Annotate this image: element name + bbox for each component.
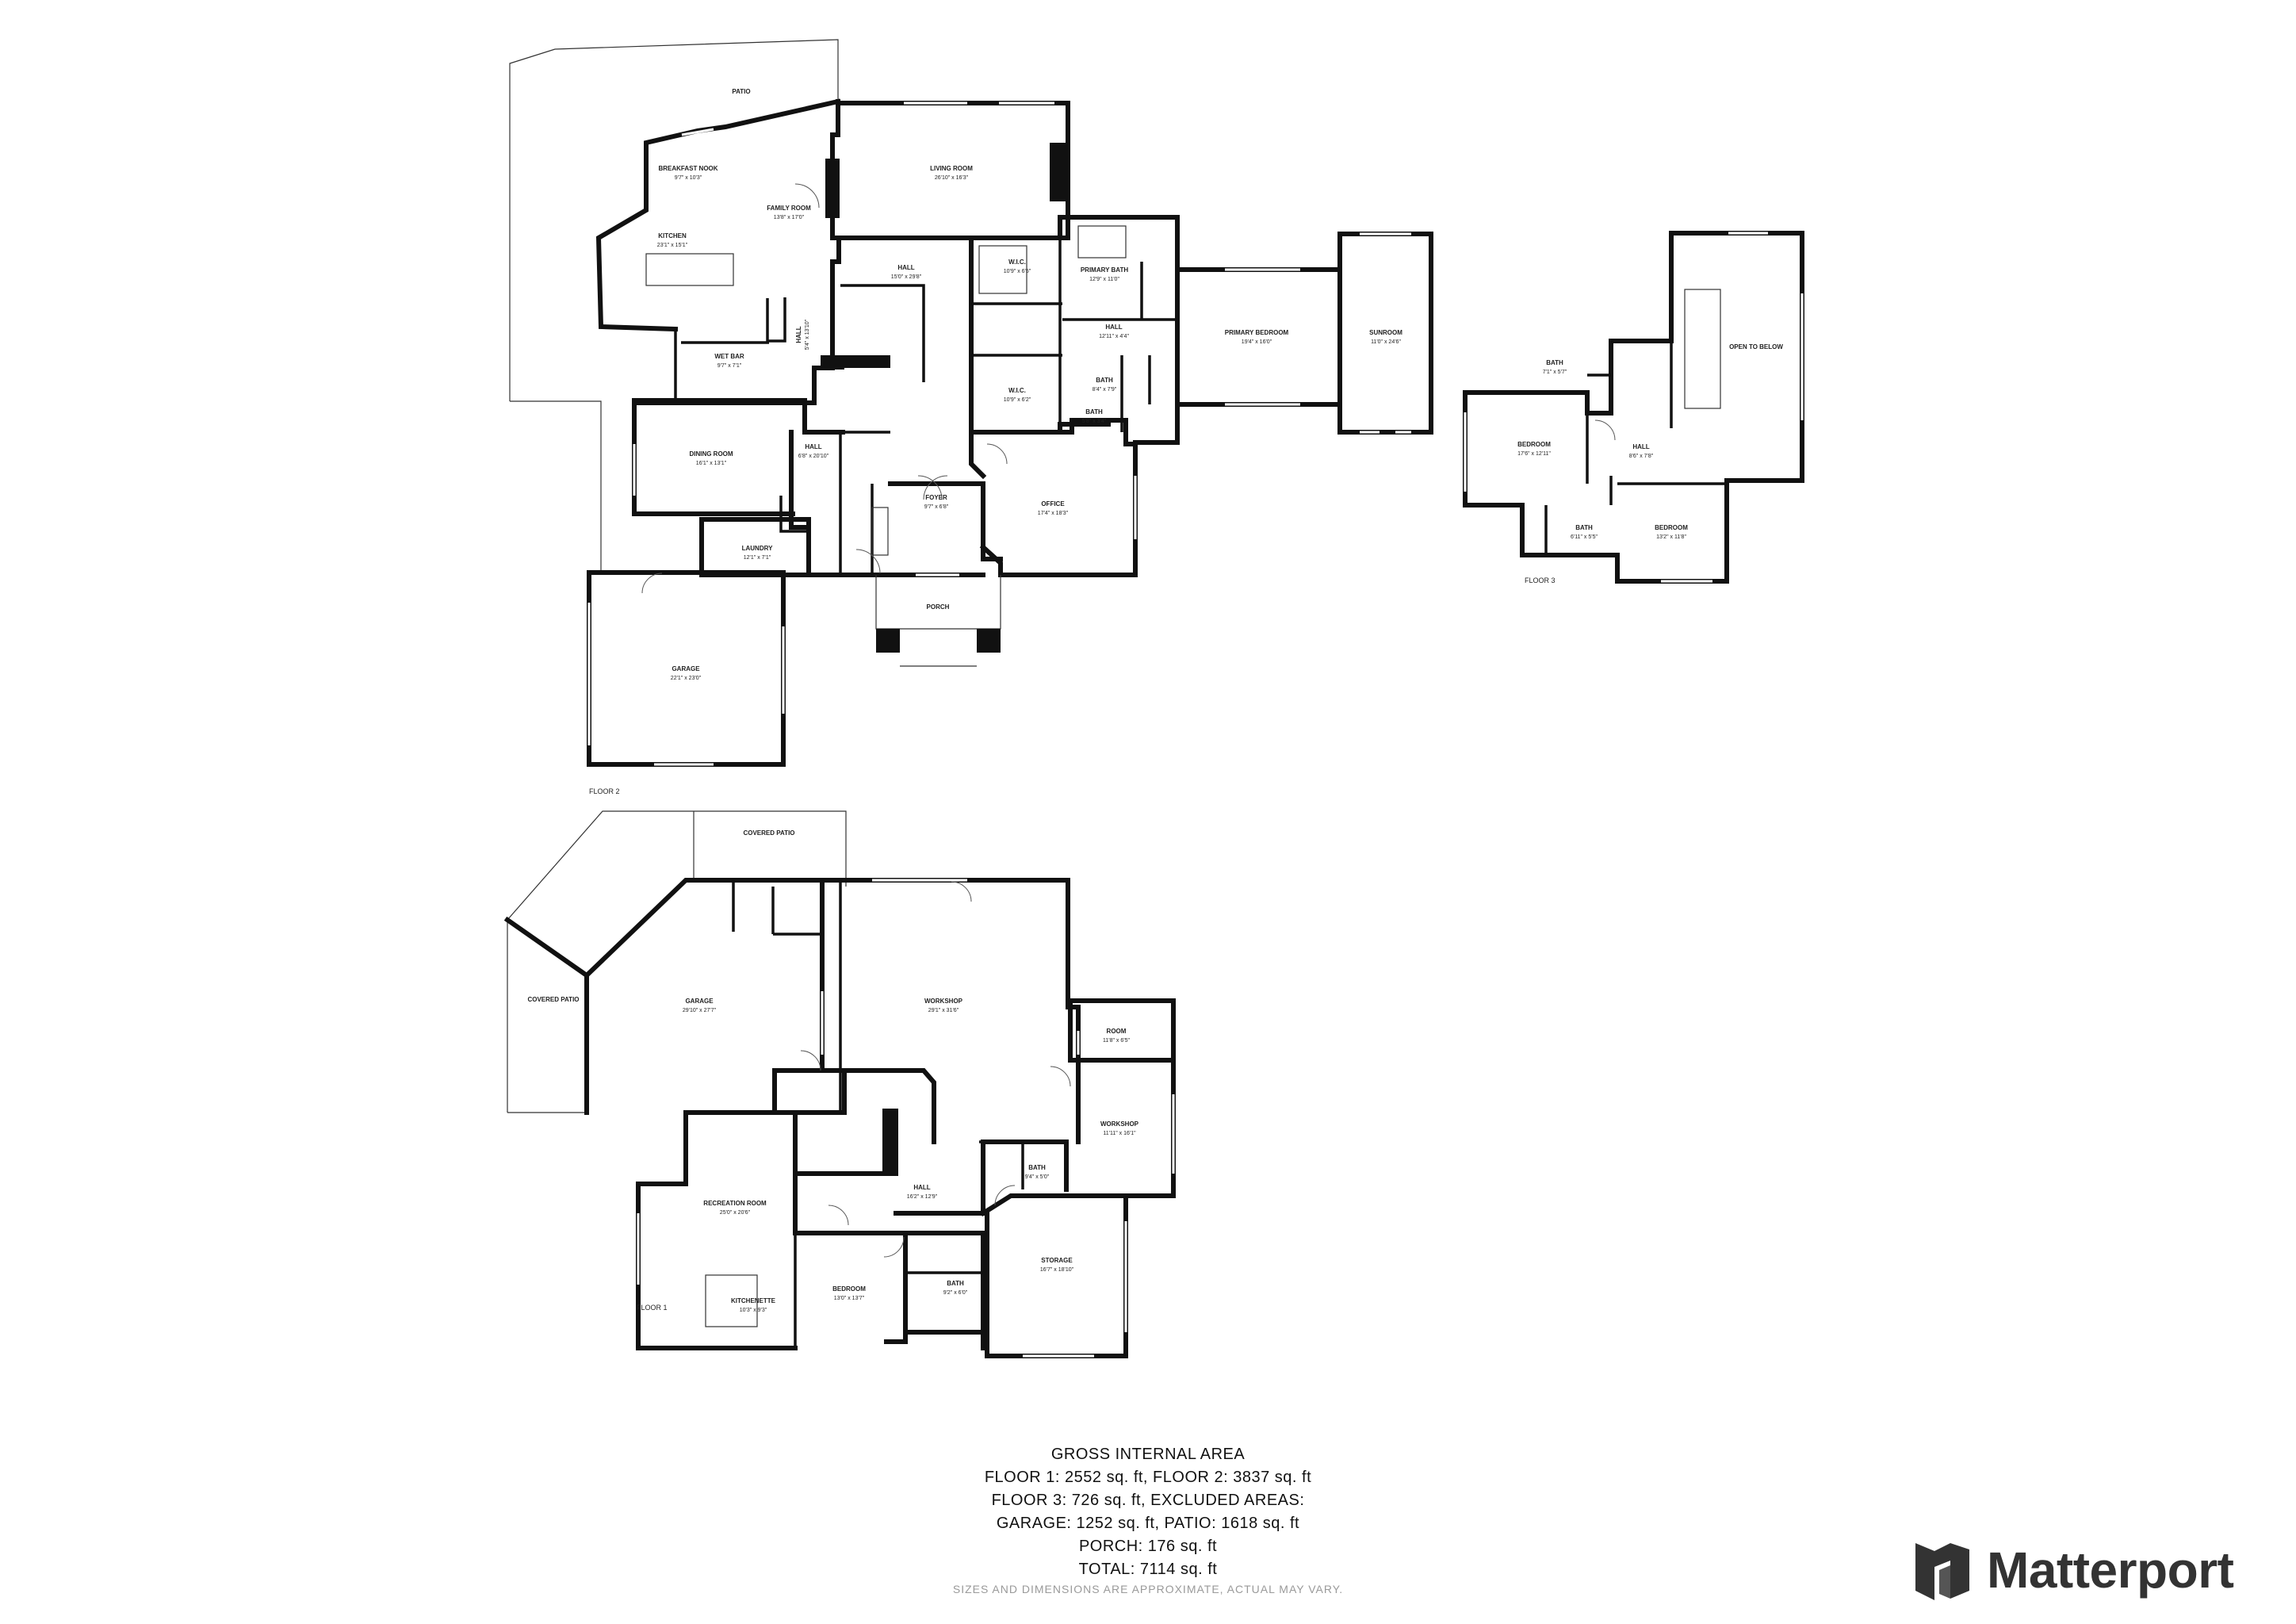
hall-dining-label: HALL <box>805 443 821 450</box>
f1-covered-patio-left-label: COVERED PATIO <box>527 996 579 1003</box>
f1-covered-patio-top-label: COVERED PATIO <box>743 829 794 837</box>
f1-storage-dims: 16'7" x 18'10" <box>1040 1267 1074 1273</box>
f1-recreation-room-label: RECREATION ROOM <box>703 1200 767 1207</box>
garage-2-label: GARAGE <box>672 665 700 672</box>
area-line-floor-3: FLOOR 3: 726 sq. ft, EXCLUDED AREAS: <box>991 1492 1305 1509</box>
f3-hall-dims: 8'6" x 7'8" <box>1629 454 1654 459</box>
matterport-logo-icon <box>1915 1543 1969 1600</box>
f1-bath-b-label: BATH <box>947 1280 964 1287</box>
f1-bath-a-dims: 9'4" x 5'0" <box>1025 1174 1050 1180</box>
f1-workshop-big-dims: 29'1" x 31'6" <box>928 1008 959 1013</box>
family-room-label: FAMILY ROOM <box>767 205 811 212</box>
f1-workshop-small-label: WORKSHOP <box>1100 1120 1139 1128</box>
f1-kitchenette-dims: 10'3" x 9'3" <box>740 1308 767 1313</box>
laundry-dims: 12'1" x 7'1" <box>744 555 771 561</box>
bath-a-label: BATH <box>1096 377 1113 384</box>
sunroom-dims: 11'0" x 24'6" <box>1371 339 1401 345</box>
f1-recreation-room-dims: 25'0" x 20'6" <box>720 1210 751 1216</box>
dining-room-dims: 16'1" x 13'1" <box>696 461 727 466</box>
hall-small-dims: 12'11" x 4'4" <box>1099 334 1129 339</box>
f1-garage-label: GARAGE <box>685 998 714 1005</box>
kitchen-dims: 23'1" x 15'1" <box>657 243 688 248</box>
hall-small-label: HALL <box>1105 324 1122 331</box>
hall-dining-dims: 6'8" x 20'10" <box>798 454 829 459</box>
wic-1-dims: 10'9" x 6'5" <box>1004 269 1031 274</box>
disclaimer-text: SIZES AND DIMENSIONS ARE APPROXIMATE, AC… <box>952 1583 1344 1595</box>
hall-vertical-dims: 5'4" x 13'10" <box>805 319 810 350</box>
f3-bath-low-dims: 6'11" x 5'5" <box>1571 534 1598 540</box>
wic-2-label: W.I.C. <box>1008 387 1026 394</box>
porch-label: PORCH <box>927 603 950 611</box>
f1-storage-label: STORAGE <box>1041 1257 1073 1264</box>
living-room-label: LIVING ROOM <box>930 165 973 172</box>
f1-room-label: ROOM <box>1107 1028 1127 1035</box>
foyer-dims: 9'7" x 6'8" <box>924 504 949 510</box>
wic-2-dims: 10'9" x 6'2" <box>1004 397 1031 403</box>
area-line-excluded: GARAGE: 1252 sq. ft, PATIO: 1618 sq. ft <box>996 1515 1300 1532</box>
sunroom-label: SUNROOM <box>1369 329 1402 336</box>
wet-bar-label: WET BAR <box>714 353 744 360</box>
laundry-label: LAUNDRY <box>742 545 773 552</box>
f1-workshop-small-dims: 11'11" x 16'1" <box>1103 1131 1136 1136</box>
hall-vertical-label: HALL <box>795 326 802 343</box>
floor-2-label: FLOOR 2 <box>589 787 620 795</box>
primary-bath-dims: 12'9" x 11'0" <box>1089 277 1119 282</box>
f3-bedroom-w-label: BEDROOM <box>1517 441 1551 448</box>
f1-hall-dims: 16'2" x 12'9" <box>907 1194 938 1200</box>
f1-bedroom-dims: 13'0" x 13'7" <box>834 1296 865 1301</box>
bath-b-dims: 5'8" x 3'4" <box>1082 419 1107 424</box>
f1-bedroom-label: BEDROOM <box>832 1285 866 1293</box>
f1-garage-dims: 29'10" x 27'7" <box>683 1008 717 1013</box>
floor-3-plan: BATH 7'1" x 5'7" OPEN TO BELOW BEDROOM 1… <box>1463 231 1804 584</box>
foyer-label: FOYER <box>925 494 947 501</box>
area-line-total: TOTAL: 7114 sq. ft <box>1078 1561 1218 1578</box>
f1-kitchenette-label: KITCHENETTE <box>731 1297 776 1304</box>
floor-2-plan: PATIO BREAKFAST NOOK 9'7" x 10'3" KITCHE… <box>509 39 1433 795</box>
primary-bath-label: PRIMARY BATH <box>1081 266 1129 274</box>
f1-room-dims: 11'8" x 6'5" <box>1103 1038 1130 1044</box>
dining-room-label: DINING ROOM <box>689 450 733 458</box>
garage-2-dims: 22'1" x 23'0" <box>671 676 702 681</box>
breakfast-nook-dims: 9'7" x 10'3" <box>675 175 702 181</box>
wet-bar-dims: 9'7" x 7'1" <box>718 363 742 369</box>
hall-main-dims: 15'0" x 29'8" <box>891 274 922 280</box>
office-label: OFFICE <box>1041 500 1065 508</box>
f3-bedroom-e-label: BEDROOM <box>1655 524 1688 531</box>
matterport-logo: Matterport <box>1911 1538 2283 1602</box>
floor-1-plan: COVERED PATIO COVERED PATIO GARAGE 29'10… <box>503 810 1176 1358</box>
primary-bedroom-dims: 19'4" x 16'0" <box>1242 339 1272 345</box>
f3-bedroom-w-dims: 17'6" x 12'11" <box>1517 451 1551 457</box>
area-line-porch: PORCH: 176 sq. ft <box>1078 1538 1218 1555</box>
f3-bath-top-label: BATH <box>1546 359 1563 366</box>
area-line-floors-1-2: FLOOR 1: 2552 sq. ft, FLOOR 2: 3837 sq. … <box>984 1469 1312 1486</box>
f1-bath-b-dims: 9'2" x 6'0" <box>943 1290 968 1296</box>
f1-bath-a-label: BATH <box>1028 1164 1046 1171</box>
primary-bedroom-label: PRIMARY BEDROOM <box>1225 329 1289 336</box>
f3-bath-top-dims: 7'1" x 5'7" <box>1543 370 1567 375</box>
floor-3-label: FLOOR 3 <box>1525 576 1556 584</box>
bath-a-dims: 8'4" x 7'9" <box>1093 387 1117 393</box>
f1-hall-label: HALL <box>913 1184 930 1191</box>
area-line-title: GROSS INTERNAL AREA <box>1050 1446 1246 1463</box>
floor-1-label: FLOOR 1 <box>637 1304 668 1312</box>
f1-workshop-big-label: WORKSHOP <box>924 998 963 1005</box>
hall-main-label: HALL <box>897 264 914 271</box>
matterport-wordmark: Matterport <box>1987 1542 2234 1599</box>
f3-bath-low-label: BATH <box>1575 524 1593 531</box>
family-room-dims: 13'8" x 17'0" <box>774 215 805 220</box>
f3-bedroom-e-dims: 13'2" x 11'8" <box>1656 534 1686 540</box>
living-room-dims: 26'10" x 16'3" <box>935 175 969 181</box>
wic-1-label: W.I.C. <box>1008 259 1026 266</box>
office-dims: 17'4" x 18'3" <box>1038 511 1069 516</box>
breakfast-nook-label: BREAKFAST NOOK <box>658 165 718 172</box>
kitchen-label: KITCHEN <box>658 232 687 239</box>
bath-b-label: BATH <box>1085 408 1103 416</box>
patio-label: PATIO <box>732 88 750 95</box>
f3-open-below-label: OPEN TO BELOW <box>1729 343 1783 350</box>
gross-area-summary: GROSS INTERNAL AREA FLOOR 1: 2552 sq. ft… <box>831 1443 1465 1595</box>
f3-hall-label: HALL <box>1632 443 1649 450</box>
